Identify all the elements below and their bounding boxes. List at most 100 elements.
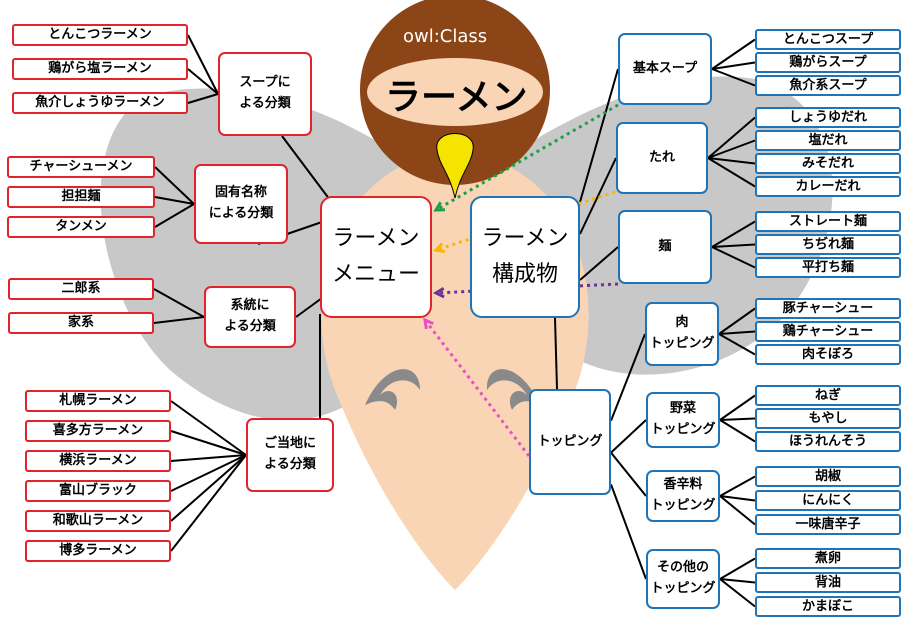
owl-class-name: ラーメン [385, 77, 528, 118]
menu-category-node: スープに よる分類 [218, 52, 312, 136]
menu-item-node: 博多ラーメン [25, 540, 171, 562]
menu-root-node: ラーメン メニュー [320, 196, 432, 318]
component-item-node: 平打ち麺 [755, 257, 901, 278]
item-category-connector [170, 454, 247, 462]
component-item-node: とんこつスープ [755, 29, 901, 50]
component-item-node: ストレート麺 [755, 211, 901, 232]
topping-item-node: 胡椒 [755, 466, 901, 487]
item-category-connector [170, 400, 247, 456]
component-item-node: カレーだれ [755, 176, 901, 197]
item-category-connector [170, 454, 247, 492]
component-item-node: しょうゆだれ [755, 107, 901, 128]
topping-group-node: その他の トッピング [646, 549, 720, 609]
menu-item-node: 担担麺 [7, 186, 155, 208]
component-root-connector [579, 246, 619, 281]
category-root-connector [281, 135, 331, 201]
item-component-connector [711, 38, 756, 70]
topping-item-connector [718, 307, 756, 335]
item-component-connector [711, 220, 756, 248]
menu-item-node: 横浜ラーメン [25, 450, 171, 472]
owl-class-label: owl:Class [403, 26, 488, 47]
item-category-connector [154, 196, 195, 205]
item-category-connector [187, 93, 219, 104]
menu-item-node: タンメン [7, 216, 155, 238]
topping-item-connector [719, 578, 756, 584]
item-component-connector [711, 61, 756, 70]
topping-item-connector [719, 495, 756, 526]
sauce-arrow-head [433, 242, 446, 254]
component-item-node: みそだれ [755, 153, 901, 174]
topping-item-connector [719, 578, 756, 608]
topping-item-connector [718, 333, 756, 356]
topping-arrow [423, 319, 531, 457]
menu-item-node: 札幌ラーメン [25, 390, 171, 412]
menu-item-node: 和歌山ラーメン [25, 510, 171, 532]
menu-item-node: チャーシューメン [7, 156, 155, 178]
component-item-node: 鶏がらスープ [755, 52, 901, 73]
item-category-connector [153, 288, 205, 318]
menu-item-node: とんこつラーメン [12, 24, 188, 46]
topping-group-connector [610, 451, 647, 497]
item-component-connector [707, 116, 756, 159]
item-component-connector [707, 139, 756, 159]
topping-item-connector [719, 419, 756, 443]
category-root-connector [295, 297, 323, 318]
topping-item-node: ほうれんそう [755, 431, 901, 452]
item-category-connector [187, 68, 219, 95]
menu-item-node: 二郎系 [8, 278, 154, 300]
menu-item-node: 魚介しょうゆラーメン [12, 92, 188, 114]
menu-category-node: 系統に よる分類 [204, 286, 296, 348]
menu-item-node: 家系 [8, 312, 154, 334]
item-category-connector [153, 316, 205, 324]
component-item-node: 魚介系スープ [755, 75, 901, 96]
component-root-connector [554, 317, 558, 390]
topping-item-connector [719, 417, 756, 421]
item-category-connector [170, 430, 247, 456]
right-talon [486, 369, 540, 410]
item-category-connector [154, 166, 195, 205]
menu-category-node: 固有名称 による分類 [194, 164, 288, 244]
component-item-node: 塩だれ [755, 130, 901, 151]
component-item-node: ちぢれ麺 [755, 234, 901, 255]
topping-group-node: 香辛料 トッピング [646, 470, 720, 522]
component-node: 基本スープ [618, 33, 712, 105]
topping-item-node: 一味唐辛子 [755, 514, 901, 535]
topping-item-connector [719, 394, 756, 421]
left-talon [365, 369, 420, 410]
sauce-arrow [435, 190, 616, 252]
item-component-connector [707, 157, 756, 188]
owl-beak [436, 133, 474, 199]
topping-item-node: かまぼこ [755, 596, 901, 617]
component-node: たれ [616, 122, 708, 194]
noodle-arrow-head [432, 287, 445, 299]
menu-item-node: 富山ブラック [25, 480, 171, 502]
topping-item-node: 鶏チャーシュー [755, 321, 901, 342]
topping-item-node: 豚チャーシュー [755, 298, 901, 319]
item-component-connector [711, 243, 756, 248]
topping-group-node: 野菜 トッピング [646, 392, 720, 448]
topping-item-node: もやし [755, 408, 901, 429]
topping-group-connector [610, 333, 646, 422]
soup-arrow [435, 103, 619, 212]
menu-item-node: 喜多方ラーメン [25, 420, 171, 442]
item-category-connector [187, 34, 219, 95]
item-component-connector [707, 157, 756, 165]
topping-group-connector [610, 419, 647, 454]
components-root-node: ラーメン 構成物 [470, 196, 580, 318]
topping-item-node: 肉そぼろ [755, 344, 901, 365]
topping-item-node: 煮卵 [755, 548, 901, 569]
soup-arrow-head [433, 201, 446, 212]
topping-item-connector [718, 330, 756, 335]
topping-item-connector [719, 557, 756, 580]
owl-face-patch [367, 58, 543, 126]
component-node: トッピング [529, 389, 611, 495]
item-component-connector [711, 68, 756, 87]
item-component-connector [711, 246, 756, 269]
topping-item-connector [719, 475, 756, 497]
topping-item-node: 背油 [755, 572, 901, 593]
topping-item-connector [719, 495, 756, 502]
item-category-connector [170, 454, 247, 522]
topping-item-node: ねぎ [755, 385, 901, 406]
menu-category-node: ご当地に よる分類 [246, 418, 334, 492]
